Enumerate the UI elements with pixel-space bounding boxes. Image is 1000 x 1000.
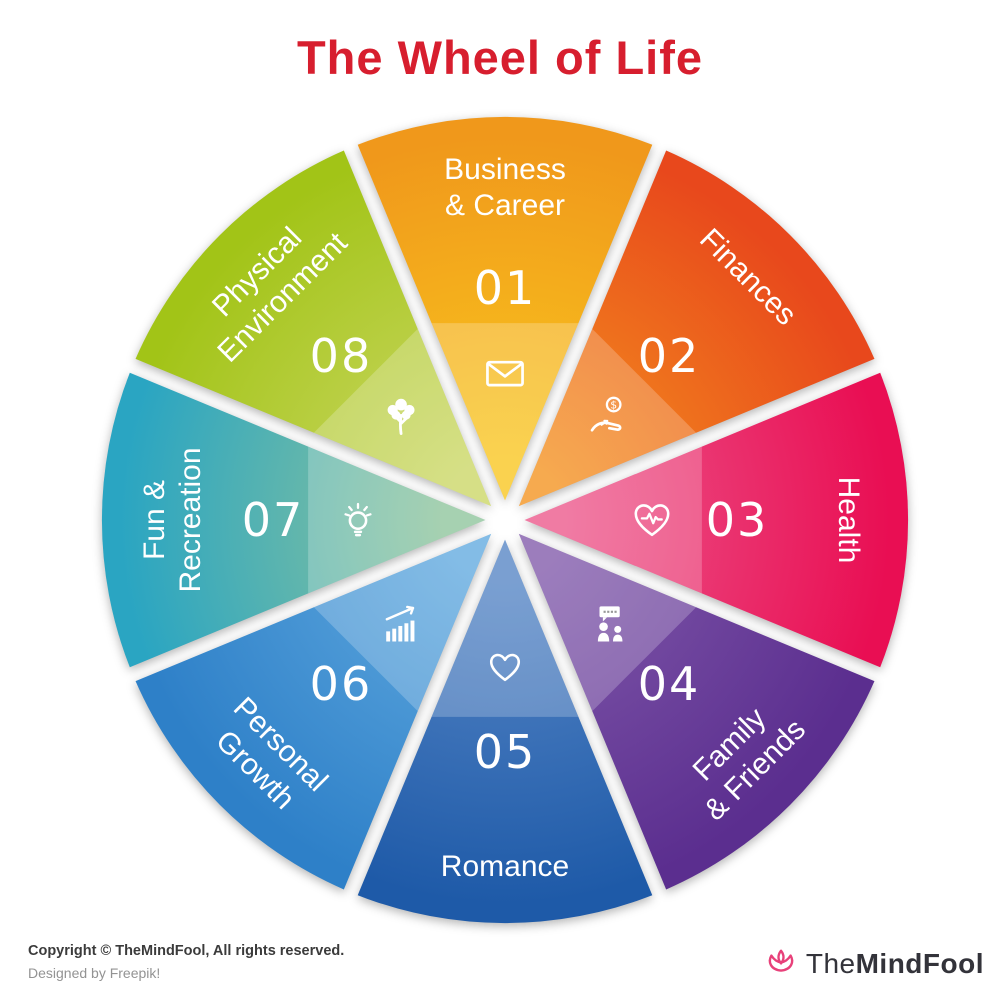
wheel-segment-04 <box>518 533 875 890</box>
wheel-segment-01 <box>357 116 653 501</box>
brand-name: TheMindFool <box>806 948 984 980</box>
segment-inner-highlight <box>431 323 579 501</box>
coin-hand-icon: $ <box>590 396 622 432</box>
wheel-segment-08 <box>135 150 492 507</box>
segment-inner-highlight <box>313 533 492 712</box>
segment-label-01: Business& Career <box>444 153 566 222</box>
heart-icon <box>489 653 521 682</box>
wheel-segment-07 <box>101 372 486 668</box>
segment-inner-highlight <box>518 328 697 507</box>
segment-label-07: Fun &Recreation <box>138 447 207 592</box>
segment-label-05: Romance <box>441 850 569 883</box>
segment-inner-highlight <box>518 533 697 712</box>
copyright-note: Copyright © TheMindFool, All rights rese… <box>28 941 344 984</box>
page-title: The Wheel of Life <box>296 31 704 84</box>
wheel-segment-02 <box>518 150 875 507</box>
segment-number-06: 06 <box>310 657 373 711</box>
lightbulb-icon <box>344 502 372 537</box>
wheel-segment-05 <box>357 539 653 924</box>
segment-inner-highlight <box>431 539 579 717</box>
envelope-icon <box>486 360 524 387</box>
brand-logo: TheMindFool <box>763 946 984 982</box>
segment-inner-highlight <box>308 446 486 594</box>
growth-chart-icon <box>385 605 415 642</box>
segment-number-05: 05 <box>474 725 537 779</box>
segment-label-03: Health <box>832 477 865 564</box>
segment-inner-highlight <box>524 446 702 594</box>
segment-number-01: 01 <box>474 261 537 315</box>
tulip-icon <box>768 949 794 972</box>
segment-number-03: 03 <box>706 493 769 547</box>
segment-number-07: 07 <box>242 493 305 547</box>
copyright-text: Copyright © TheMindFool, All rights rese… <box>28 943 345 960</box>
heart-pulse-icon <box>634 504 670 537</box>
tree-icon <box>387 398 415 436</box>
credit-text: Designed by Freepik! <box>28 965 161 981</box>
segment-number-02: 02 <box>638 329 701 383</box>
segment-number-08: 08 <box>310 329 373 383</box>
wheel-segment-03 <box>524 372 909 668</box>
brand-name-prefix: The <box>805 948 856 979</box>
family-chat-icon <box>597 606 623 642</box>
svg-text:$: $ <box>610 399 617 412</box>
brand-name-suffix: MindFool <box>855 948 984 979</box>
wheel-segment-06 <box>135 533 492 890</box>
segment-number-04: 04 <box>638 657 701 711</box>
